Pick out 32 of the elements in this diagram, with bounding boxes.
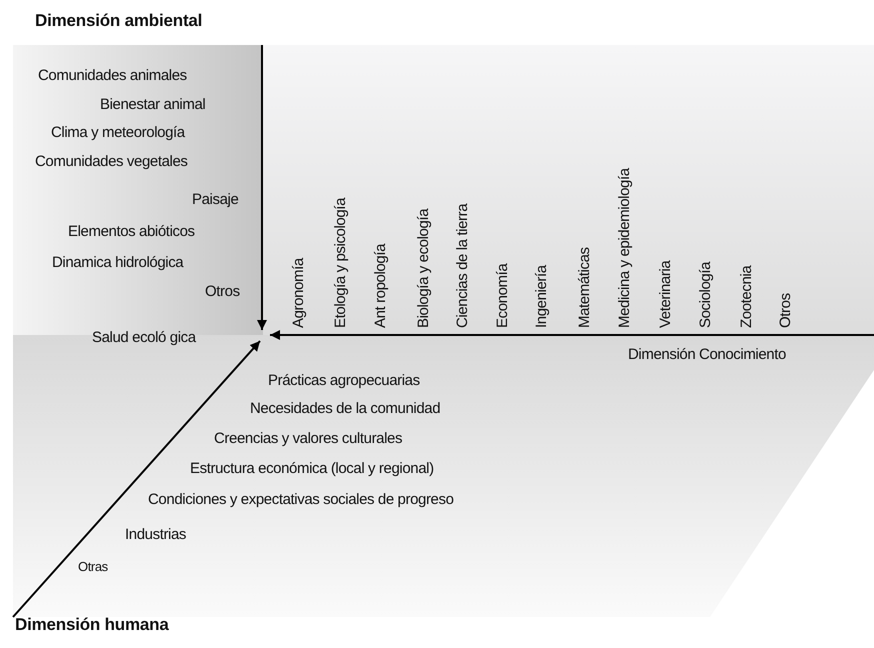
category-label: Dimensión Conocimiento bbox=[628, 346, 786, 364]
category-label: Biología y ecología bbox=[415, 208, 433, 328]
category-label: Industrias bbox=[125, 526, 186, 544]
category-label: Comunidades animales bbox=[38, 67, 187, 85]
axis-title: Dimensión ambiental bbox=[35, 12, 202, 30]
category-label: Otras bbox=[78, 558, 108, 576]
category-label: Ingeniería bbox=[533, 265, 551, 328]
category-label: Etología y psicología bbox=[332, 198, 350, 328]
category-label: Otros bbox=[777, 293, 795, 328]
category-label: Sociología bbox=[697, 262, 715, 328]
axis-title: Dimensión humana bbox=[15, 616, 169, 634]
category-label: Agronomía bbox=[290, 258, 308, 328]
category-label: Veterinaria bbox=[657, 260, 675, 328]
category-label: Otros bbox=[205, 283, 240, 301]
category-label: Necesidades de la comunidad bbox=[250, 400, 440, 418]
category-label: Prácticas agropecuarias bbox=[268, 372, 420, 390]
category-label: Elementos abióticos bbox=[68, 223, 195, 241]
category-label: Dinamica hidrológica bbox=[52, 254, 184, 272]
category-label: Medicina y epidemiología bbox=[616, 168, 634, 328]
category-label: Bienestar animal bbox=[100, 96, 206, 114]
category-label: Comunidades vegetales bbox=[35, 153, 188, 171]
category-label: Ciencias de la tierra bbox=[454, 204, 472, 328]
category-label: Paisaje bbox=[192, 191, 238, 209]
category-label: Matemáticas bbox=[576, 247, 594, 328]
category-label: Creencias y valores culturales bbox=[214, 430, 402, 448]
category-label: Salud ecoló gica bbox=[92, 329, 196, 347]
category-label: Ant ropología bbox=[372, 244, 390, 328]
category-label: Economía bbox=[494, 264, 512, 328]
category-label: Estructura económica (local y regional) bbox=[190, 460, 434, 478]
category-label: Zootecnia bbox=[738, 266, 756, 328]
category-label: Condiciones y expectativas sociales de progreso bbox=[148, 491, 454, 509]
category-label: Clima y meteorología bbox=[51, 124, 185, 142]
